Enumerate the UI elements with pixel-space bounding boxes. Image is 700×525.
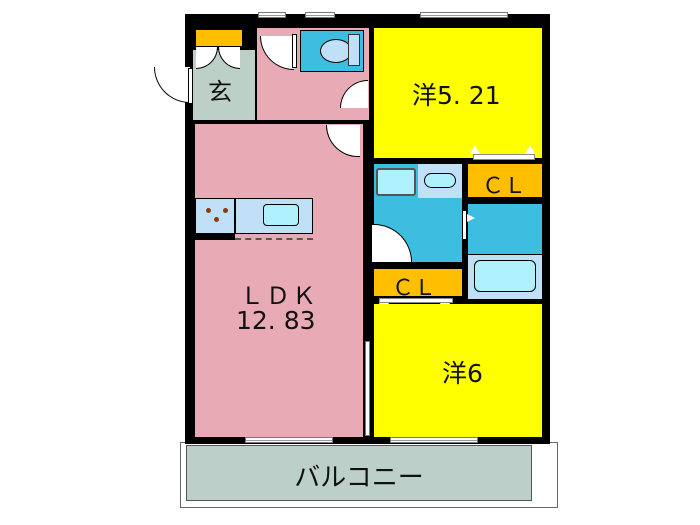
closet1 (468, 164, 542, 197)
door-marker (467, 214, 475, 222)
closet2 (374, 269, 462, 296)
closet-rail (473, 154, 535, 160)
genkan-label: 玄 (208, 78, 232, 106)
floor-plan: バルコニー 玄 洋5. 21 ＬＤＫ 12. 83 (150, 12, 560, 510)
bedroom2-label: 洋6 (442, 359, 483, 388)
closet-door-marker (470, 145, 480, 154)
counter-edge (235, 238, 313, 240)
bathroom-door[interactable] (462, 210, 467, 240)
shoe-closet (196, 30, 242, 46)
kitchen-wall (195, 234, 235, 240)
ldk-area: 12. 83 (236, 306, 316, 335)
window-icon (420, 12, 508, 18)
kitchen-sink-icon (263, 204, 299, 226)
bedroom1-label: 洋5. 21 (412, 81, 501, 110)
entrance-door[interactable] (154, 67, 190, 103)
burner (223, 208, 228, 213)
bedroom1 (374, 28, 542, 158)
burner (206, 208, 211, 213)
ldk (195, 124, 363, 437)
closet1-label: ＣＬ (482, 174, 527, 199)
ldk-label: ＬＤＫ (240, 282, 318, 310)
entrance-door-leaf (188, 68, 193, 104)
bedroom2 (374, 304, 542, 437)
window-icon (390, 437, 478, 443)
closet2-label: ＣＬ (392, 276, 437, 301)
sliding-door[interactable] (365, 341, 370, 436)
toilet-tank (348, 34, 360, 66)
window-icon (245, 437, 333, 443)
washbasin-icon (424, 173, 456, 188)
bathtub-icon (474, 260, 536, 292)
door-leaf (292, 34, 297, 68)
washing-machine-inner (376, 168, 416, 196)
closet-rail (379, 298, 453, 303)
bathroom (468, 204, 542, 254)
balcony-floor: バルコニー (186, 445, 532, 501)
balcony-label: バルコニー (294, 463, 424, 493)
stove-icon (195, 198, 235, 234)
window-icon (305, 12, 335, 18)
burner (214, 217, 219, 222)
closet-door-marker (525, 145, 535, 154)
balcony: バルコニー (180, 442, 558, 508)
window-icon (258, 12, 286, 18)
